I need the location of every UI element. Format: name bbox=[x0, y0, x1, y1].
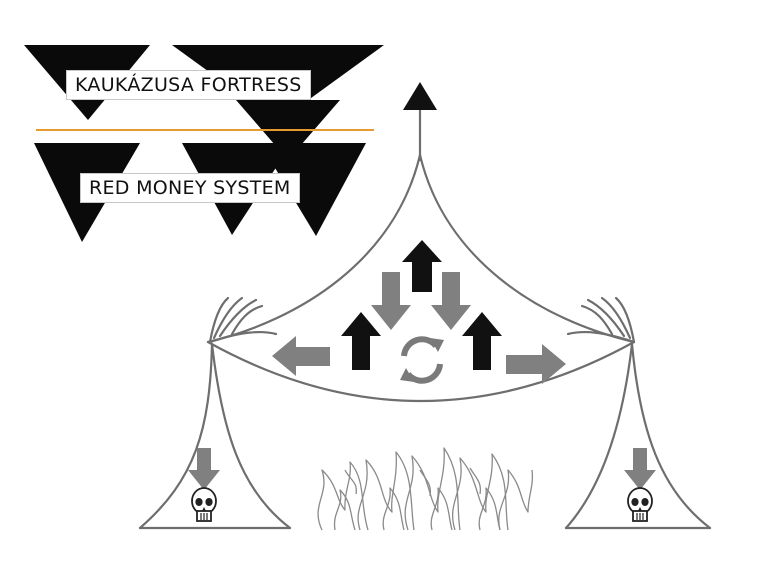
down-arrow-icon bbox=[431, 272, 471, 330]
skull-icon bbox=[191, 487, 217, 522]
up-arrow-icon bbox=[341, 312, 381, 370]
down-arrow-icon bbox=[624, 448, 656, 490]
logo-title-top: KAUKÁZUSA FORTRESS bbox=[66, 70, 311, 100]
down-arrow-icon bbox=[371, 272, 411, 330]
up-arrow-icon bbox=[402, 240, 442, 292]
down-arrow-icon bbox=[188, 448, 220, 490]
up-arrow-icon bbox=[403, 82, 437, 110]
logo-triangle bbox=[272, 155, 312, 178]
skull-icon bbox=[627, 487, 653, 522]
up-arrow-icon bbox=[462, 312, 502, 370]
left-arrow-icon bbox=[272, 336, 330, 376]
cycle-icon bbox=[400, 336, 444, 384]
right-arrow-icon bbox=[506, 344, 566, 384]
tent-structure bbox=[138, 106, 712, 530]
logo-title-bottom: RED MONEY SYSTEM bbox=[80, 173, 300, 203]
flame-icon bbox=[317, 447, 534, 531]
canopy-arrows bbox=[272, 240, 566, 384]
